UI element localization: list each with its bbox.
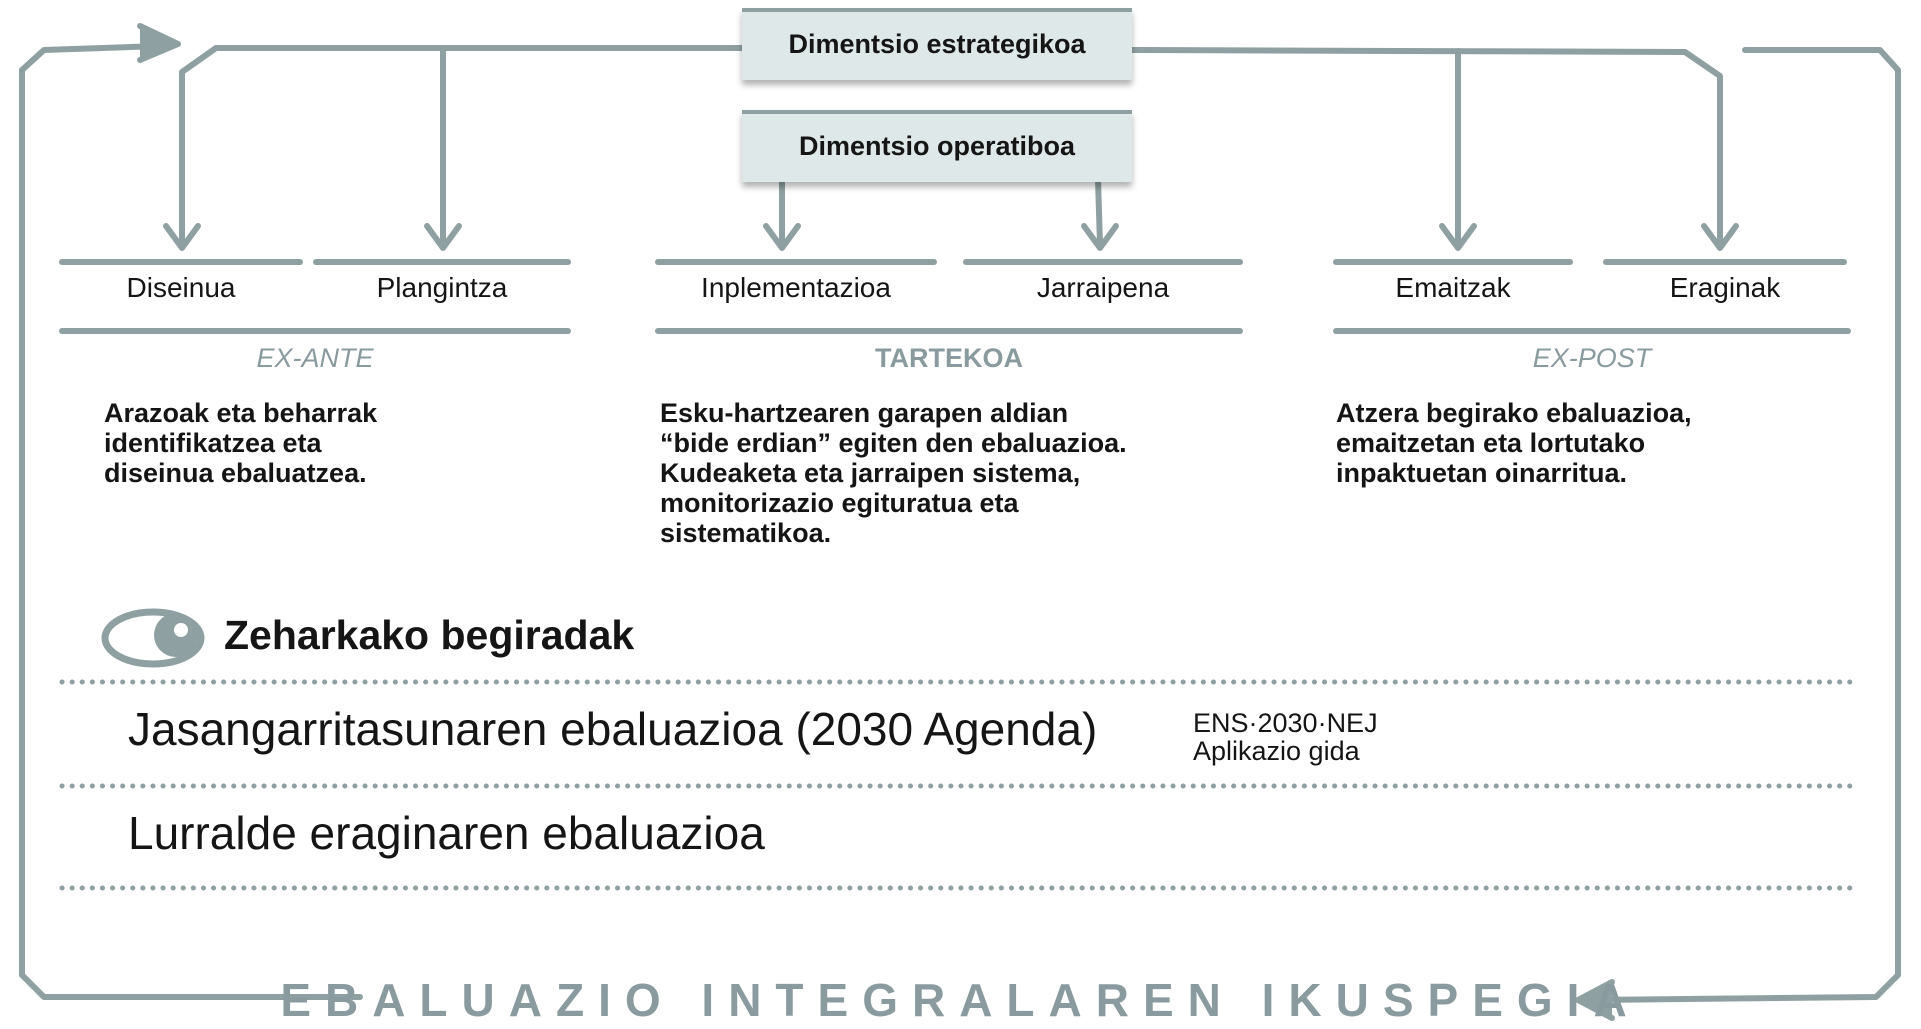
- phase-item-inplementazioa: Inplementazioa: [701, 272, 891, 303]
- strategic-line-left: [179, 45, 745, 243]
- guide-code: ENS·2030·NEJ: [1193, 708, 1378, 738]
- outer-loop-left: [19, 43, 363, 1000]
- strategic-dimension-box: Dimentsio estrategikoa: [742, 8, 1132, 80]
- cross-view-sustainability: Jasangarritasunaren ebaluazioa (2030 Age…: [128, 703, 1098, 755]
- phase-title-ex-ante: EX-ANTE: [256, 343, 374, 373]
- ex-ante-description-line: identifikatzea eta: [104, 428, 322, 458]
- phase-item-emaitzak: Emaitzak: [1395, 272, 1511, 303]
- arrow-eraginak: [1701, 223, 1739, 251]
- tartekoa-description: Esku-hartzearen garapen aldian “bide erd…: [660, 398, 1127, 548]
- footer-title: EBALUAZIO INTEGRALAREN IKUSPEGIA: [280, 974, 1641, 1026]
- phase-title-ex-post: EX-POST: [1532, 343, 1652, 373]
- cross-views-title: Zeharkako begiradak: [224, 612, 635, 658]
- tartekoa-description-line: monitorizazio egituratua eta: [660, 488, 1019, 518]
- outer-loop-left-arrowhead: [137, 23, 181, 63]
- eye-icon: [101, 608, 205, 668]
- cross-view-territorial: Lurralde eraginaren ebaluazioa: [128, 807, 765, 859]
- ex-post-description-line: inpaktuetan oinarritua.: [1336, 458, 1628, 488]
- strategic-dimension-label: Dimentsio estrategikoa: [788, 28, 1086, 59]
- phase-title-tartekoa: TARTEKOA: [875, 343, 1023, 373]
- arrow-jarraipena: [1081, 223, 1119, 251]
- outer-loop-right: [1587, 47, 1901, 1003]
- phase-item-eraginak: Eraginak: [1669, 272, 1781, 303]
- arrow-diseinua: [163, 223, 201, 251]
- arrow-plangintza: [424, 223, 462, 251]
- ex-ante-description: Arazoak eta beharrak identifikatzea eta …: [104, 398, 377, 488]
- outer-loop-right-arrowhead: [1575, 979, 1615, 1021]
- ex-post-description: Atzera begirako ebaluazioa, emaitzetan e…: [1336, 398, 1692, 488]
- arrow-inplementazioa: [763, 223, 801, 251]
- ex-post-description-line: Atzera begirako ebaluazioa,: [1336, 398, 1692, 428]
- operative-drop-right: [1095, 177, 1103, 247]
- phase-item-jarraipena: Jarraipena: [1036, 272, 1170, 303]
- tartekoa-description-line: Kudeaketa eta jarraipen sistema,: [660, 458, 1081, 488]
- phase-item-plangintza: Plangintza: [376, 272, 508, 303]
- ex-post-description-line: emaitzetan eta lortutako: [1336, 428, 1646, 458]
- strategic-line-right: [1127, 47, 1723, 247]
- tartekoa-description-line: Esku-hartzearen garapen aldian: [660, 398, 1069, 428]
- ex-ante-description-line: diseinua ebaluatzea.: [104, 458, 367, 488]
- guide-name: Aplikazio gida: [1193, 736, 1360, 766]
- ex-ante-description-line: Arazoak eta beharrak: [104, 398, 378, 428]
- tartekoa-description-line: sistematikoa.: [660, 518, 832, 548]
- tartekoa-description-line: “bide erdian” egiten den ebaluazioa.: [660, 428, 1127, 458]
- phase-item-diseinua: Diseinua: [126, 272, 236, 303]
- guide-reference: ENS·2030·NEJ Aplikazio gida: [1193, 709, 1378, 765]
- arrow-emaitzak: [1439, 223, 1477, 251]
- operative-dimension-label: Dimentsio operatiboa: [798, 130, 1076, 161]
- operative-dimension-box: Dimentsio operatiboa: [742, 110, 1132, 182]
